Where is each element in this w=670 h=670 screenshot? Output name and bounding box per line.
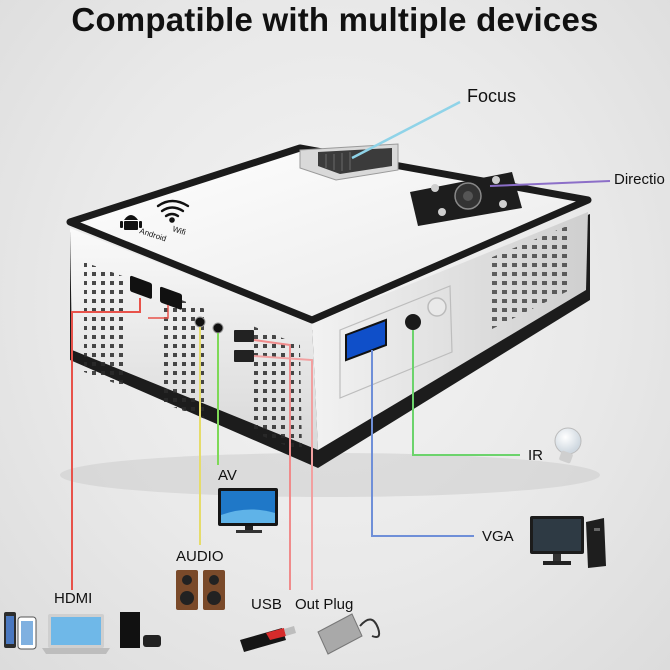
focus-wheel — [318, 148, 392, 174]
key-icon — [499, 200, 507, 208]
usb-callout-line — [253, 339, 291, 590]
usb-port-2 — [234, 350, 254, 362]
focus-label: Focus — [467, 86, 517, 106]
ir-callout-line — [412, 330, 520, 456]
tablet-icon — [17, 616, 37, 650]
audio-label: AUDIO — [176, 548, 224, 565]
headline: Compatible with multiple devices — [71, 1, 599, 38]
hdmi-callout-line — [71, 298, 141, 590]
lightbulb-icon — [554, 427, 582, 464]
hdmi-port-2 — [160, 286, 182, 310]
speakers-icon — [176, 570, 225, 610]
audio-port — [194, 316, 206, 328]
ir-label: IR — [528, 447, 543, 464]
vga-callout-line — [371, 350, 474, 537]
usb-flash-drive-icon — [240, 626, 296, 652]
phone-icon — [4, 612, 16, 648]
game-console-icon — [120, 612, 161, 648]
usb-port-1 — [234, 330, 254, 342]
usb-label: USB — [251, 596, 282, 613]
av-label: AV — [218, 467, 237, 484]
hdmi-label: HDMI — [54, 590, 93, 607]
direction-label: Directio — [614, 171, 665, 188]
av-port — [212, 322, 224, 334]
android-icon — [120, 215, 142, 230]
key-icon — [492, 176, 500, 184]
out-plug-label: Out Plug — [295, 596, 354, 613]
wifi-icon — [156, 199, 190, 223]
direction-callout-line — [489, 180, 611, 187]
side-vent — [490, 224, 572, 330]
power-button — [427, 297, 447, 317]
desktop-pc-icon — [530, 516, 606, 568]
laptop-icon — [42, 614, 110, 654]
vga-port — [345, 318, 387, 362]
projector-shadow — [60, 453, 600, 497]
vga-label: VGA — [482, 528, 514, 545]
front-vent-left — [84, 262, 128, 388]
ir-sensor — [405, 314, 421, 330]
tv-icon — [218, 488, 278, 533]
wifi-badge-text: Wifi — [171, 224, 187, 237]
external-drive-icon — [317, 613, 381, 655]
out-plug-callout-line — [253, 355, 313, 590]
key-icon — [438, 208, 446, 216]
key-icon — [431, 184, 439, 192]
hdmi-port-1 — [130, 275, 152, 299]
focus-callout-line — [351, 100, 461, 160]
